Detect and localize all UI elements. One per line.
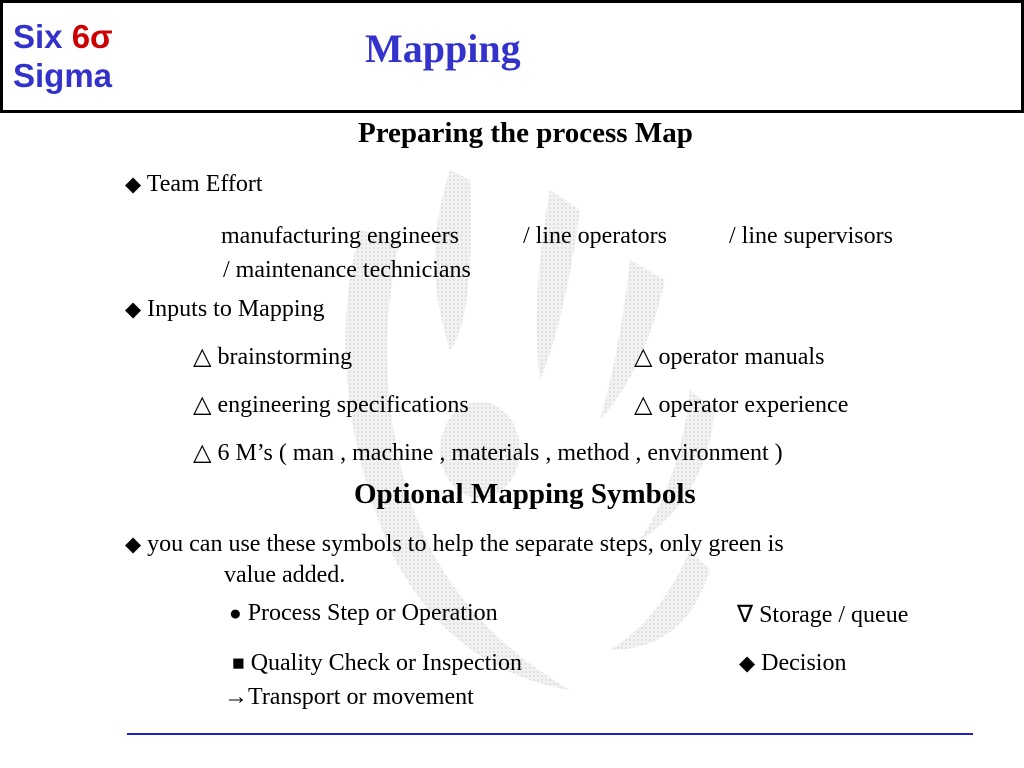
brand-sigma-symbol: 6σ	[71, 18, 113, 55]
brand-six: Six	[13, 18, 72, 55]
team-member-technicians: / maintenance technicians	[223, 257, 471, 283]
input-engineering-specifications: △ engineering specifications	[193, 392, 469, 418]
bullet-inputs-to-mapping: ◆ Inputs to Mapping	[125, 296, 324, 323]
symbol-process-step: ● Process Step or Operation	[229, 600, 498, 626]
page-title: Mapping	[365, 26, 521, 71]
input-operator-manuals: △ operator manuals	[634, 344, 825, 370]
symbol-quality-check: ■ Quality Check or Inspection	[232, 650, 522, 676]
diamond-bullet-icon: ◆	[125, 297, 142, 321]
triangle-icon: △	[634, 344, 653, 370]
triangle-icon: △	[193, 440, 212, 466]
input-six-ms: △ 6 M’s ( man , machine , materials , me…	[193, 440, 783, 466]
symbols-note-line2: value added.	[224, 562, 346, 588]
diamond-bullet-icon: ◆	[125, 532, 142, 556]
title-bar: Six 6σ Sigma Mapping	[0, 0, 1024, 113]
triangle-icon: △	[634, 392, 653, 418]
team-member-engineers: manufacturing engineers	[221, 223, 459, 249]
symbols-note-line1: you can use these symbols to help the se…	[147, 531, 784, 557]
input-brainstorming: △ brainstorming	[193, 344, 353, 370]
triangle-icon: △	[193, 344, 212, 370]
filled-circle-icon: ●	[229, 601, 242, 625]
inputs-label: Inputs to Mapping	[147, 296, 325, 322]
diamond-bullet-icon: ◆	[125, 172, 142, 196]
section-heading-symbols: Optional Mapping Symbols	[354, 478, 696, 510]
eye-watermark	[345, 170, 715, 690]
symbol-storage: ∇ Storage / queue	[737, 602, 909, 628]
diamond-icon: ◆	[739, 651, 756, 675]
team-effort-label: Team Effort	[146, 171, 263, 197]
footer-divider	[127, 733, 973, 735]
team-member-operators: / line operators	[523, 223, 667, 249]
brand-sigma: Sigma	[13, 57, 113, 94]
section-heading-process-map: Preparing the process Map	[358, 117, 693, 149]
arrow-right-icon: →	[224, 684, 248, 710]
symbol-decision: ◆ Decision	[739, 650, 847, 676]
triangle-icon: △	[193, 392, 212, 418]
symbol-transport: →Transport or movement	[224, 684, 474, 710]
symbols-note: ◆ you can use these symbols to help the …	[125, 531, 784, 558]
bullet-team-effort: ◆ Team Effort	[125, 171, 263, 198]
filled-square-icon: ■	[232, 651, 245, 675]
six-sigma-logo: Six 6σ Sigma	[13, 17, 113, 95]
team-member-supervisors: / line supervisors	[729, 223, 893, 249]
input-operator-experience: △ operator experience	[634, 392, 849, 418]
nabla-icon: ∇	[737, 602, 754, 628]
